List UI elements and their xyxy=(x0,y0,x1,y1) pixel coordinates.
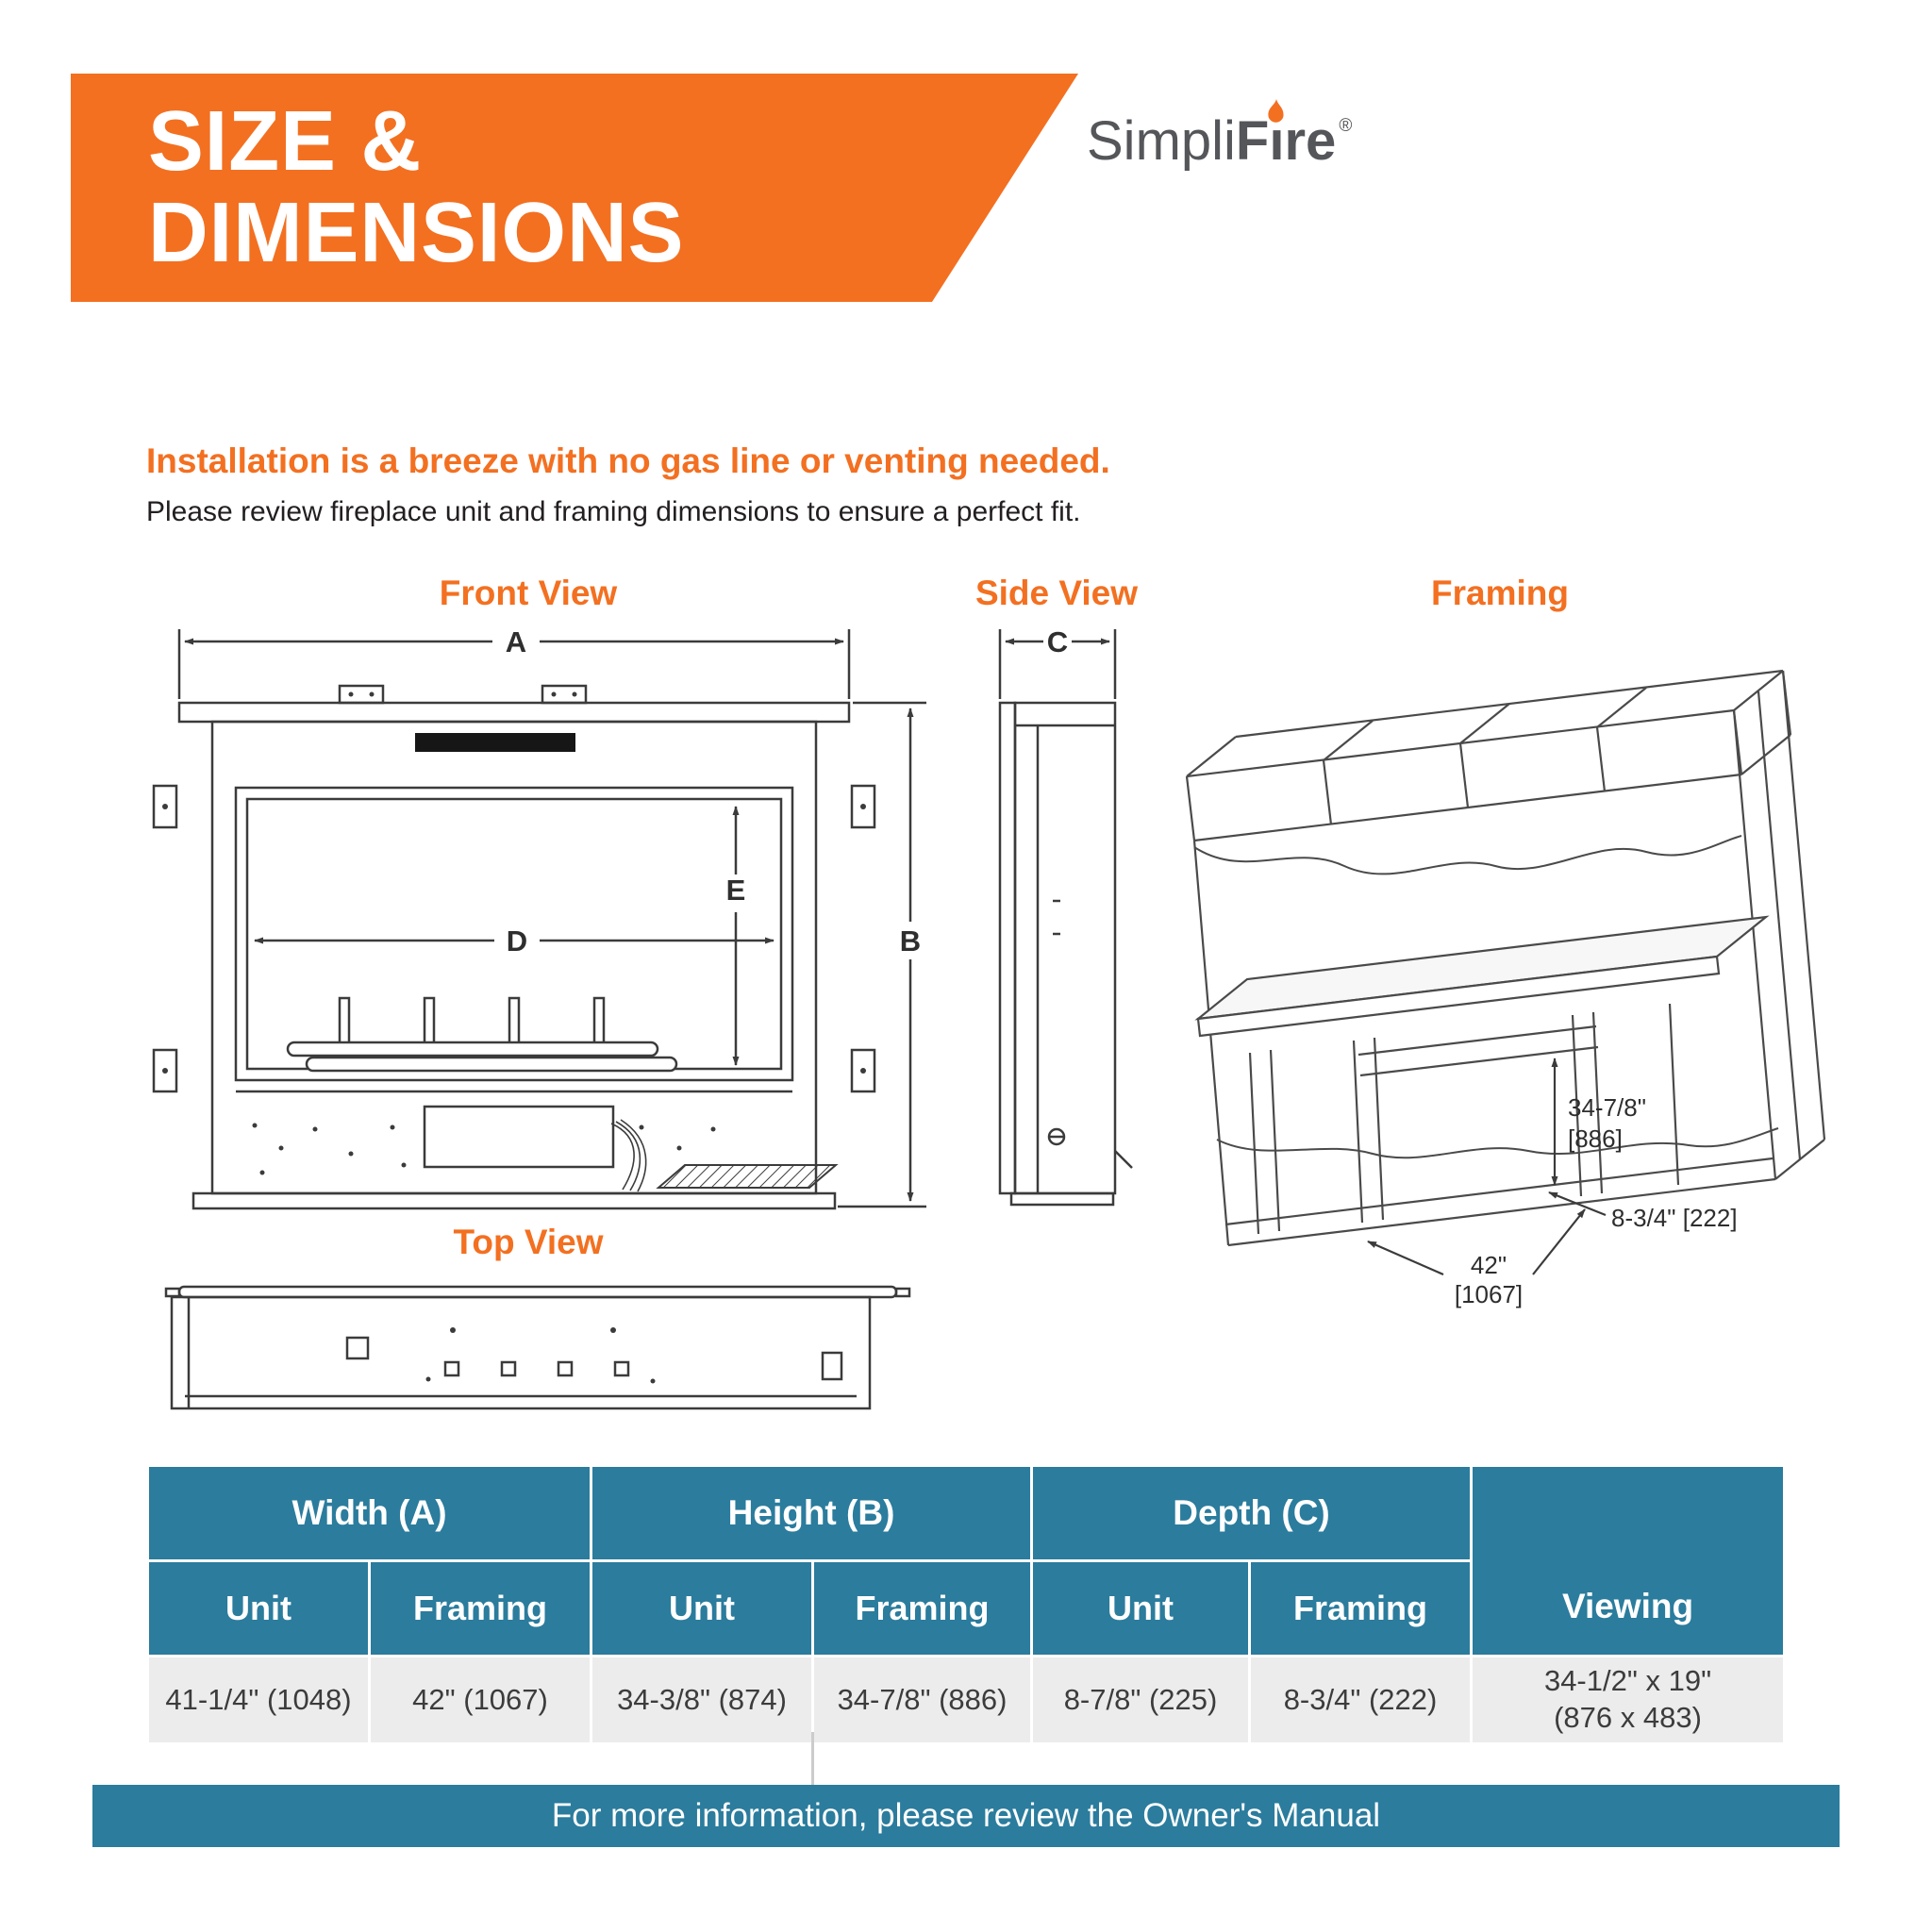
registered-mark: ® xyxy=(1339,116,1353,136)
framing-dimension-arrows xyxy=(1367,1058,1607,1276)
logo-text-fire-i: ı xyxy=(1268,99,1285,173)
framing-drawing: 34-7/8" [886] 8-3/4" [222] 42" [1067] xyxy=(1185,669,1826,1308)
dim-label-a: A xyxy=(506,625,526,658)
dim-framing-width-in: 42" xyxy=(1471,1251,1507,1279)
table-footer-connector xyxy=(811,1732,814,1787)
side-unit-outline xyxy=(998,629,1133,1207)
framing-label: Framing xyxy=(1431,574,1569,612)
side-view-drawing: C xyxy=(998,625,1133,1207)
top-unit-outline xyxy=(164,1285,911,1410)
value-width-framing: 42" (1067) xyxy=(367,1655,593,1745)
value-height-unit: 34-3/8" (874) xyxy=(590,1655,815,1745)
front-unit-outline xyxy=(152,629,926,1210)
subheader-height-framing: Framing xyxy=(811,1559,1034,1657)
value-viewing-line2: (876 x 483) xyxy=(1554,1701,1702,1734)
log-set xyxy=(286,996,678,1073)
dim-framing-depth: 8-3/4" [222] xyxy=(1611,1204,1738,1232)
dim-c-arrow xyxy=(998,629,1117,699)
value-viewing-line1: 34-1/2" x 19" xyxy=(1543,1664,1712,1698)
dim-b-arrow xyxy=(838,701,926,1208)
dim-label-d: D xyxy=(507,924,527,958)
value-viewing: 34-1/2" x 19" (876 x 483) xyxy=(1470,1655,1787,1745)
page-title-line2: DIMENSIONS xyxy=(148,186,685,280)
dim-label-e: E xyxy=(726,874,746,907)
table-header-height: Height (B) xyxy=(590,1464,1034,1562)
top-detail-dots xyxy=(425,1327,656,1384)
value-depth-unit: 8-7/8" (225) xyxy=(1030,1655,1252,1745)
subheader-depth-framing: Framing xyxy=(1248,1559,1474,1657)
front-display-strip xyxy=(415,733,575,752)
side-view-label: Side View xyxy=(974,574,1139,612)
table-header-depth: Depth (C) xyxy=(1030,1464,1474,1562)
framing-structure xyxy=(1185,669,1826,1247)
logo-text-fire-re: re xyxy=(1284,110,1337,172)
dim-a-arrow xyxy=(177,629,851,699)
top-view-drawing xyxy=(164,1285,911,1410)
logo-dotless-i: ı xyxy=(1269,110,1285,172)
subheader-width-framing: Framing xyxy=(367,1559,593,1657)
dimensions-table: Width (A) Height (B) Depth (C) Viewing U… xyxy=(145,1464,1787,1745)
value-width-unit: 41-1/4" (1048) xyxy=(146,1655,371,1745)
mantel-shelf xyxy=(1194,915,1770,1038)
dim-framing-height-in: 34-7/8" xyxy=(1568,1093,1646,1122)
subheader-width-unit: Unit xyxy=(146,1559,371,1657)
dim-label-c: C xyxy=(1047,625,1068,658)
front-detail-dots xyxy=(162,691,866,1175)
value-height-framing: 34-7/8" (886) xyxy=(811,1655,1034,1745)
subheader-height-unit: Unit xyxy=(590,1559,815,1657)
intro-heading: Installation is a breeze with no gas lin… xyxy=(146,441,1110,480)
table-header-width: Width (A) xyxy=(145,1464,593,1562)
vent-grille xyxy=(656,1164,839,1189)
intro-subheading: Please review fireplace unit and framing… xyxy=(146,496,1081,527)
dim-label-b: B xyxy=(900,924,921,958)
logo-text-simpli: Simpli xyxy=(1087,110,1236,172)
footer-bar: For more information, please review the … xyxy=(92,1785,1840,1847)
flame-icon xyxy=(1268,99,1284,123)
dim-framing-width-mm: [1067] xyxy=(1455,1280,1523,1308)
table-header-viewing: Viewing xyxy=(1470,1464,1787,1657)
front-view-label: Front View xyxy=(439,574,618,612)
subheader-depth-unit: Unit xyxy=(1030,1559,1252,1657)
page-title-line1: SIZE & xyxy=(148,93,423,189)
title-banner: SIZE & DIMENSIONS xyxy=(71,74,1078,302)
front-view-drawing: A B D E xyxy=(152,625,926,1210)
logo-text-fire-f: F xyxy=(1235,110,1270,172)
dim-framing-height-mm: [886] xyxy=(1568,1124,1623,1153)
table-row: 41-1/4" (1048) 42" (1067) 34-3/8" (874) … xyxy=(146,1655,1787,1745)
top-view-label: Top View xyxy=(453,1223,604,1261)
value-depth-framing: 8-3/4" (222) xyxy=(1248,1655,1474,1745)
